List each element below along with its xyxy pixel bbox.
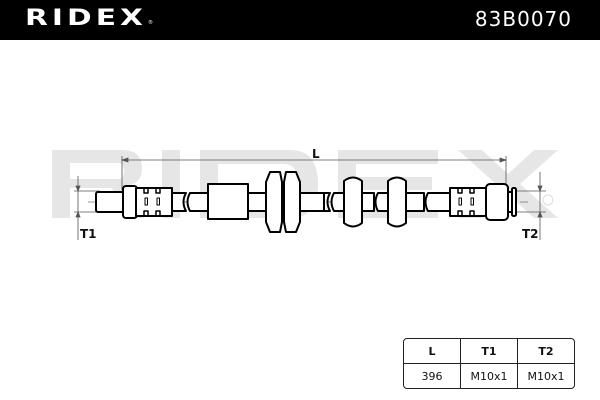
value-length: 396 [421,369,443,383]
spec-table-header: L T1 T2 [404,339,574,364]
spec-table: L T1 T2 396 M10x1 M10x1 [403,338,575,389]
header-length: L [404,339,460,364]
header-thread1: T1 [460,339,517,364]
value-thread1: M10x1 [460,364,517,388]
header-bar: RIDEX ® 83B0070 [0,0,600,40]
registered-mark-icon: ® [148,20,153,26]
length-label: L [312,147,320,161]
thread1-label: T1 [80,227,97,241]
thread2-dimension [516,172,546,240]
thread2-label: T2 [522,227,539,241]
part-number: 83B0070 [474,7,572,31]
brand-logo: RIDEX [25,6,148,31]
value-thread2: M10x1 [517,364,574,388]
brake-hose-drawing: L T1 T2 [52,147,558,241]
table-row: 396 M10x1 M10x1 [404,364,574,388]
brake-hose-icon [95,171,517,233]
header-thread2: T2 [517,339,574,364]
